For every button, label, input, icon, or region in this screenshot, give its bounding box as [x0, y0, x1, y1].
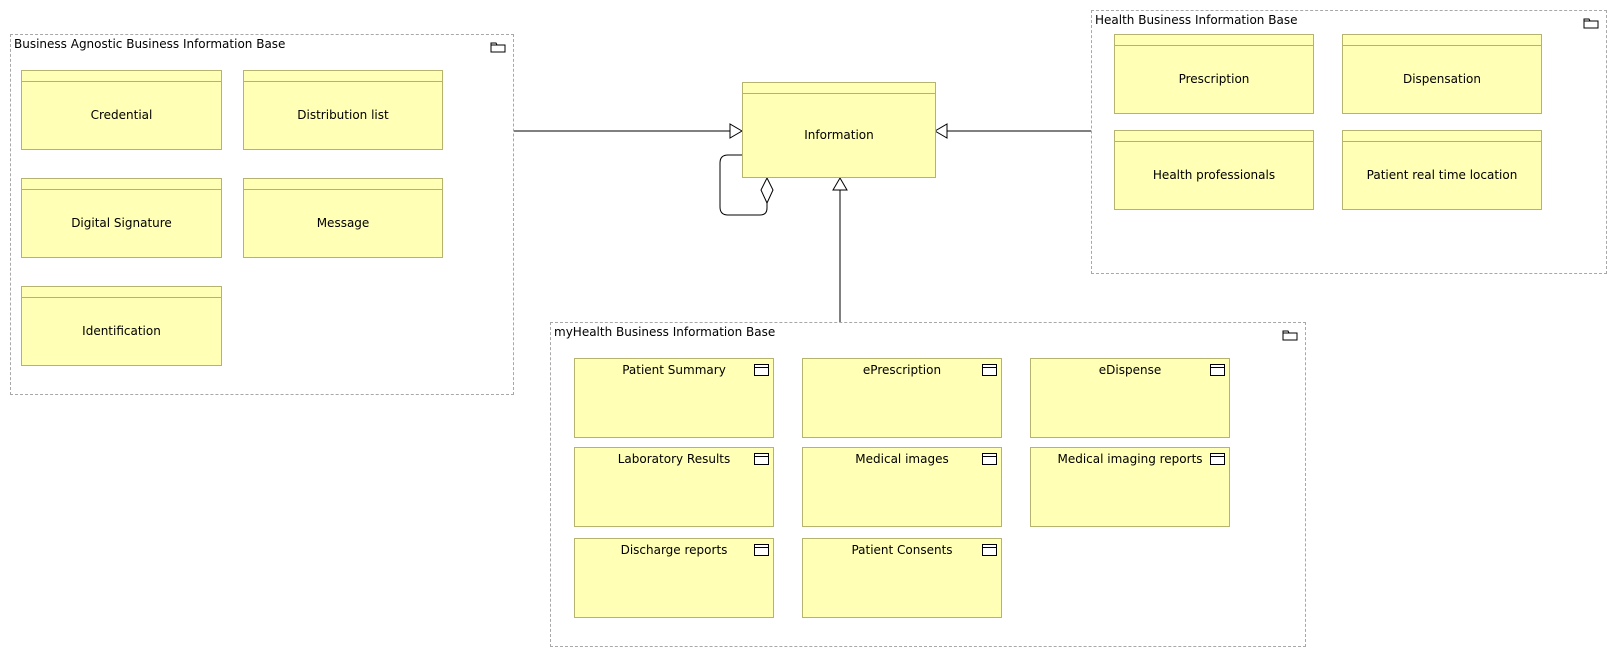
- object-header-bar: [1343, 141, 1541, 142]
- object-label: Medical imaging reports: [1057, 452, 1203, 466]
- object-health-professionals[interactable]: Health professionals: [1114, 130, 1314, 210]
- object-header-bar: [244, 189, 442, 190]
- object-label: Health professionals: [1152, 168, 1276, 182]
- group-title: myHealth Business Information Base: [554, 325, 776, 339]
- object-label: Credential: [90, 108, 153, 122]
- object-header-bar: [22, 297, 221, 298]
- information-label: Information: [804, 128, 874, 142]
- object-credential[interactable]: Credential: [21, 70, 222, 150]
- object-label: Discharge reports: [620, 543, 728, 557]
- object-header-bar: [1115, 45, 1313, 46]
- group-title: Business Agnostic Business Information B…: [14, 37, 286, 51]
- object-laboratory-results[interactable]: Laboratory Results: [574, 447, 774, 527]
- object-header-bar: [22, 81, 221, 82]
- specialization-arrowhead-myhealth: [832, 177, 848, 191]
- object-identification[interactable]: Identification: [21, 286, 222, 366]
- business-object-icon: [754, 364, 769, 376]
- business-object-icon: [754, 453, 769, 465]
- object-header-bar: [22, 189, 221, 190]
- object-label: Digital Signature: [71, 216, 172, 230]
- group-health[interactable]: Health Business Information Base: [1091, 10, 1607, 274]
- folder-icon: [1583, 18, 1599, 29]
- group-title: Health Business Information Base: [1095, 13, 1298, 27]
- object-label: Patient real time location: [1366, 168, 1518, 182]
- business-object-icon: [1210, 453, 1225, 465]
- folder-icon: [490, 42, 506, 53]
- object-label: Laboratory Results: [617, 452, 731, 466]
- business-object-icon: [754, 544, 769, 556]
- information-object[interactable]: Information: [742, 82, 936, 178]
- object-header-bar: [743, 93, 935, 94]
- object-dispensation[interactable]: Dispensation: [1342, 34, 1542, 114]
- specialization-arrowhead-agnostic: [729, 123, 743, 139]
- object-label: Distribution list: [297, 108, 389, 122]
- object-discharge-reports[interactable]: Discharge reports: [574, 538, 774, 618]
- object-label: eDispense: [1098, 363, 1162, 377]
- object-digital-signature[interactable]: Digital Signature: [21, 178, 222, 258]
- object-label: Patient Summary: [622, 363, 726, 377]
- object-label: Prescription: [1178, 72, 1250, 86]
- self-aggregation-line: [719, 154, 768, 216]
- business-object-icon: [1210, 364, 1225, 376]
- object-label: Message: [316, 216, 370, 230]
- aggregation-diamond: [760, 176, 774, 205]
- object-label: Medical images: [855, 452, 949, 466]
- object-label: Dispensation: [1402, 72, 1482, 86]
- object-label: Patient Consents: [851, 543, 953, 557]
- object-eprescription[interactable]: ePrescription: [802, 358, 1002, 438]
- object-patient-consents[interactable]: Patient Consents: [802, 538, 1002, 618]
- object-edispense[interactable]: eDispense: [1030, 358, 1230, 438]
- object-header-bar: [1115, 141, 1313, 142]
- business-object-icon: [982, 364, 997, 376]
- object-patient-real-time-location[interactable]: Patient real time location: [1342, 130, 1542, 210]
- object-medical-images[interactable]: Medical images: [802, 447, 1002, 527]
- specialization-arrowhead-health: [934, 123, 948, 139]
- object-distribution-list[interactable]: Distribution list: [243, 70, 443, 150]
- object-patient-summary[interactable]: Patient Summary: [574, 358, 774, 438]
- group-myhealth[interactable]: myHealth Business Information Base: [550, 322, 1306, 647]
- object-header-bar: [1343, 45, 1541, 46]
- object-medical-imaging-reports[interactable]: Medical imaging reports: [1030, 447, 1230, 527]
- object-prescription[interactable]: Prescription: [1114, 34, 1314, 114]
- business-object-icon: [982, 544, 997, 556]
- object-header-bar: [244, 81, 442, 82]
- business-object-icon: [982, 453, 997, 465]
- group-business-agnostic[interactable]: Business Agnostic Business Information B…: [10, 34, 514, 395]
- object-label: Identification: [82, 324, 161, 338]
- folder-icon: [1282, 330, 1298, 341]
- object-message[interactable]: Message: [243, 178, 443, 258]
- object-label: ePrescription: [862, 363, 942, 377]
